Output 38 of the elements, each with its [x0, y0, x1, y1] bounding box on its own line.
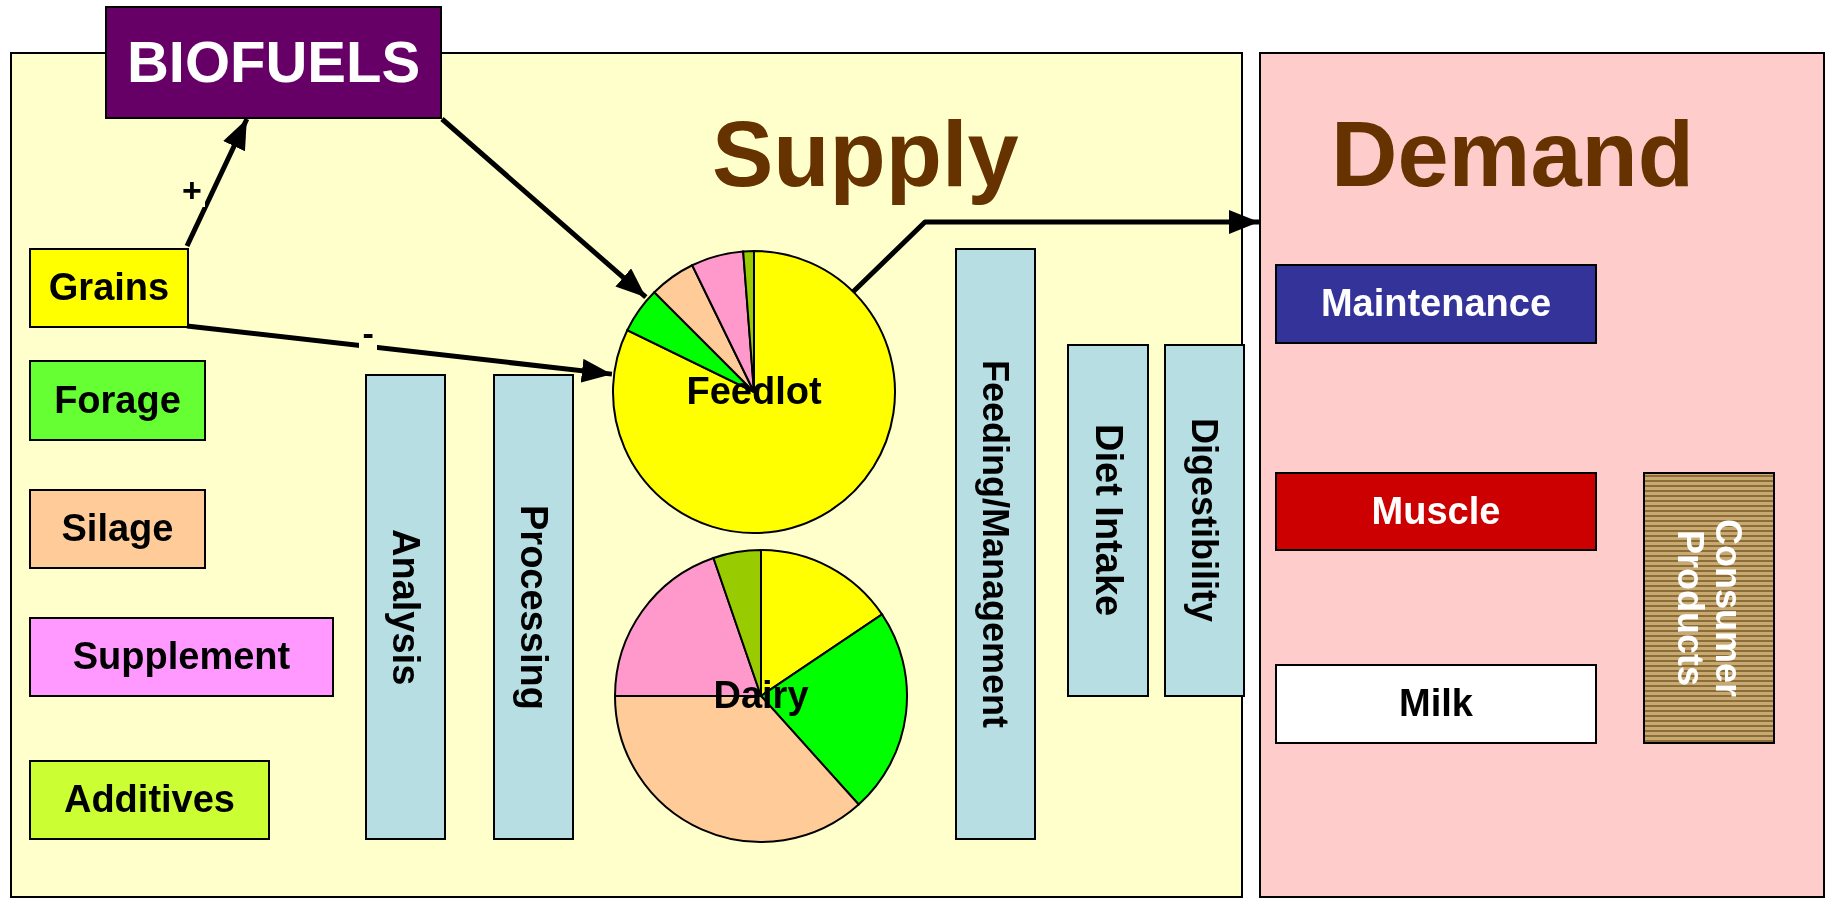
vertical-bar	[493, 374, 574, 840]
arrow	[851, 210, 1259, 294]
label-box	[1275, 664, 1597, 744]
vertical-bar	[365, 374, 446, 840]
box-label: Digestibility	[1185, 418, 1224, 623]
box-label: Muscle	[1371, 491, 1501, 532]
label-box	[29, 489, 206, 569]
vertical-bar	[1067, 344, 1149, 697]
box-label: BIOFUELS	[126, 32, 421, 93]
box-label: Feeding/Management	[976, 359, 1015, 729]
box-label: Supplement	[72, 637, 291, 677]
box-label: Silage	[61, 509, 174, 549]
arrow	[184, 117, 250, 248]
box-label: Grains	[48, 268, 170, 308]
label-box	[1275, 264, 1597, 344]
box-label: Analysis	[385, 528, 426, 686]
box-label: Diet Intake	[1088, 424, 1128, 617]
label-box	[105, 6, 442, 119]
label-box	[29, 760, 270, 840]
vertical-bar	[1643, 472, 1775, 744]
pie-label: Feedlot	[686, 372, 822, 412]
arrow	[440, 117, 648, 300]
vertical-bar	[955, 248, 1036, 840]
box-label: Additives	[63, 780, 235, 820]
label-box	[29, 360, 206, 441]
label-box	[1275, 472, 1597, 551]
panel-background	[1259, 52, 1825, 898]
box-label: Forage	[54, 380, 181, 421]
panel-title: Demand	[1331, 106, 1694, 203]
label-box	[29, 617, 334, 697]
arrow	[186, 323, 613, 383]
label-box	[29, 248, 189, 328]
vertical-bar	[1164, 344, 1245, 697]
box-label: Consumer Products	[1671, 518, 1747, 699]
box-label: Milk	[1399, 684, 1473, 724]
box-label: Maintenance	[1320, 284, 1552, 324]
panel-title: Supply	[712, 106, 1019, 203]
box-label: Processing	[513, 504, 554, 710]
